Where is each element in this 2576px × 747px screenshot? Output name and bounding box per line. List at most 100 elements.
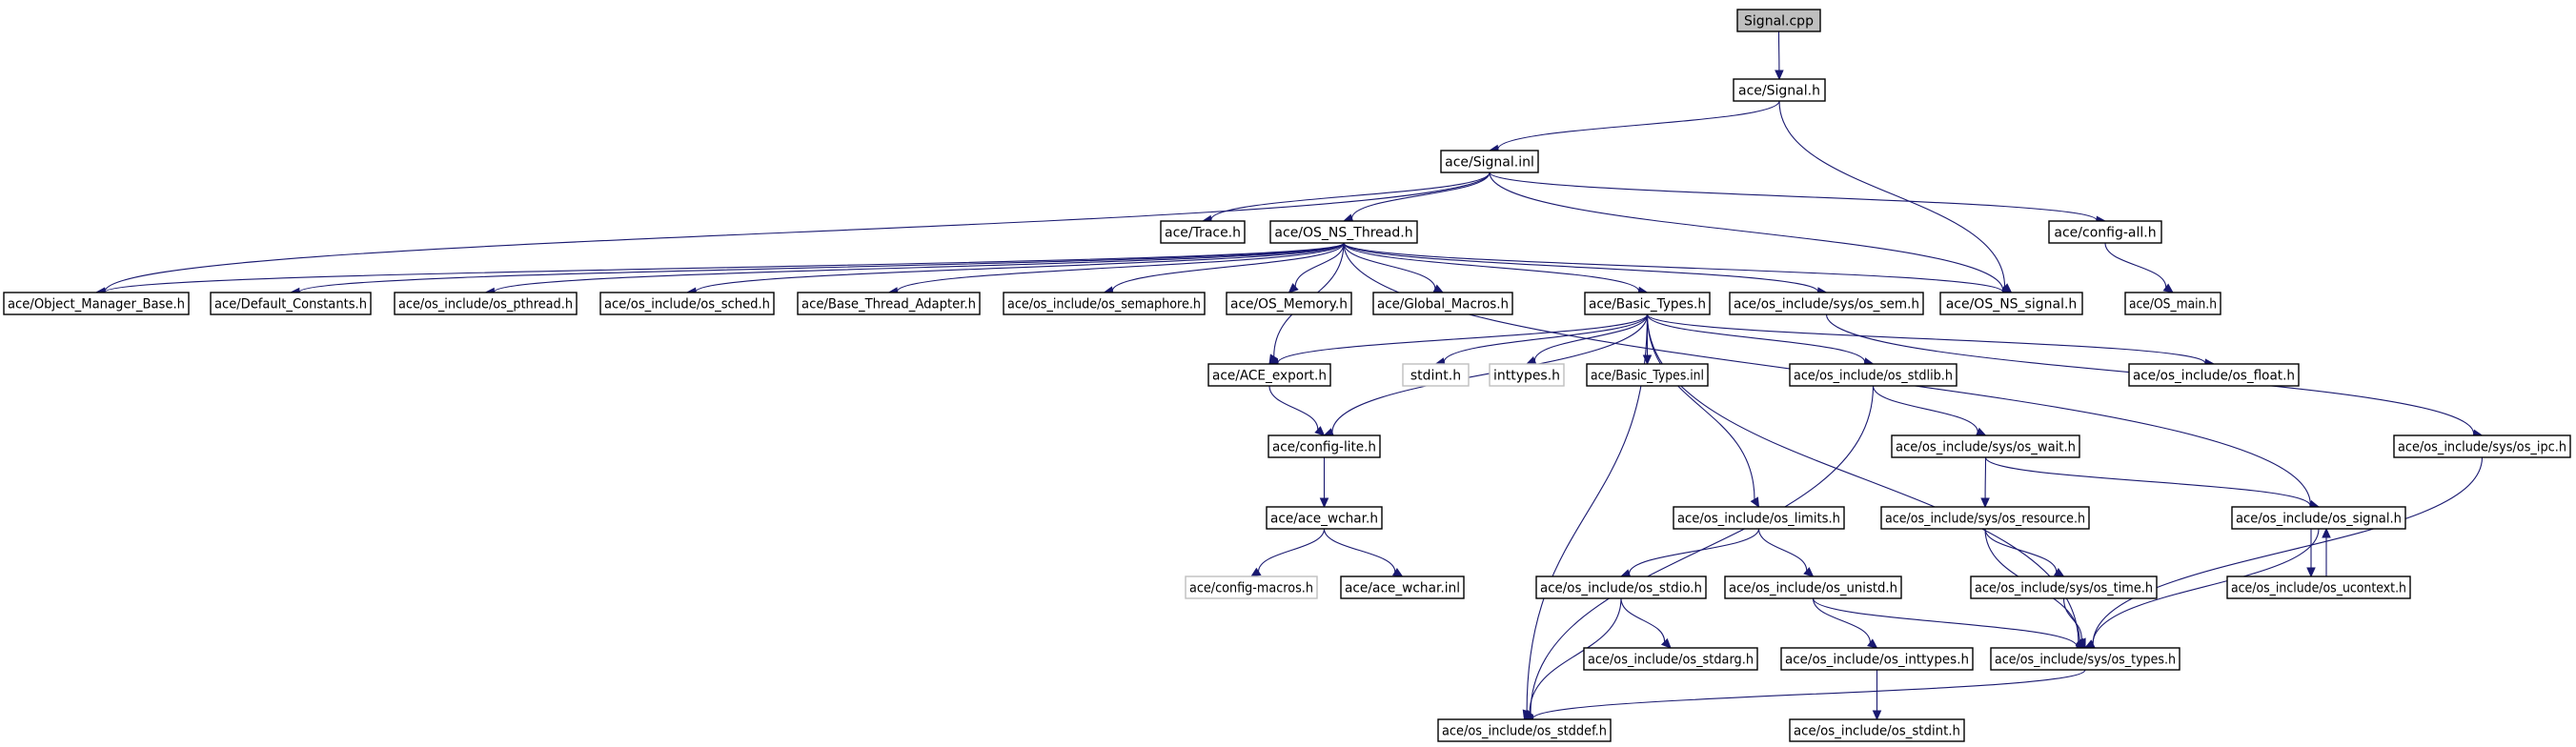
node-box bbox=[1226, 292, 1352, 315]
edge-os_ns_thread_h-to-default_constants_h bbox=[289, 242, 1345, 297]
node-os-wait-h[interactable]: ace/os_include/sys/os_wait.h bbox=[1891, 434, 2080, 458]
node-box bbox=[2124, 292, 2221, 315]
edge-line bbox=[695, 242, 1345, 293]
node-os-limits-h[interactable]: ace/os_include/os_limits.h bbox=[1673, 506, 1845, 530]
edge-basic_types_h-to-ace_export_h bbox=[1268, 313, 1649, 368]
edge-line bbox=[1268, 385, 1319, 431]
node-os-pthread-h[interactable]: ace/os_include/os_pthread.h bbox=[394, 292, 578, 315]
node-trace-h[interactable]: ace/Trace.h bbox=[1160, 220, 1246, 244]
node-os-semaphore-h[interactable]: ace/os_include/os_semaphore.h bbox=[1003, 292, 1206, 315]
edge-signal_cpp-to-signal_h bbox=[1775, 30, 1784, 81]
node-label: ace/os_include/os_inttypes.h bbox=[1785, 653, 1969, 668]
node-os-unistd-h[interactable]: ace/os_include/os_unistd.h bbox=[1724, 575, 1902, 599]
node-config-all-h[interactable]: ace/config-all.h bbox=[2048, 220, 2162, 244]
edge-os_wait_h-to-os_resource_h bbox=[1980, 456, 1990, 509]
node-os-types-h[interactable]: ace/os_include/sys/os_types.h bbox=[1990, 647, 2180, 671]
node-label: ace/os_include/os_stdint.h bbox=[1794, 724, 1960, 739]
edge-line bbox=[1812, 597, 2078, 647]
edge-line bbox=[1646, 313, 1755, 500]
node-os-float-h[interactable]: ace/os_include/os_float.h bbox=[2128, 363, 2300, 387]
edge-arrowhead bbox=[1980, 497, 1990, 509]
edge-line bbox=[1497, 100, 1780, 150]
edge-os_unistd_h-to-os_inttypes_h bbox=[1812, 597, 1878, 649]
node-ace-export-h[interactable]: ace/ACE_export.h bbox=[1207, 363, 1331, 387]
node-object-manager-base-h[interactable]: ace/Object_Manager_Base.h bbox=[3, 292, 190, 315]
node-label: ace/Object_Manager_Base.h bbox=[8, 297, 185, 313]
node-label: ace/OS_NS_signal.h bbox=[1946, 297, 2078, 313]
node-ace-wchar-inl[interactable]: ace/ace_wchar.inl bbox=[1340, 575, 1465, 599]
node-os-ucontext-h[interactable]: ace/os_include/os_ucontext.h bbox=[2226, 575, 2411, 599]
node-box bbox=[1586, 363, 1709, 387]
edge-os_ns_thread_h-to-os_sched_h bbox=[685, 242, 1345, 297]
node-basic-types-inl[interactable]: ace/Basic_Types.inl bbox=[1586, 363, 1709, 387]
edge-os_signal_h-to-os_ucontext_h bbox=[2306, 529, 2316, 578]
node-label: ace/os_include/sys/os_ipc.h bbox=[2398, 440, 2566, 455]
node-label: ace/ace_wchar.h bbox=[1270, 512, 1378, 527]
node-os-time-h[interactable]: ace/os_include/sys/os_time.h bbox=[1970, 575, 2158, 599]
node-label: ace/config-macros.h bbox=[1189, 581, 1313, 596]
node-os-stdio-h[interactable]: ace/os_include/os_stdio.h bbox=[1535, 575, 1707, 599]
edge-os_ns_thread_h-to-basic_types_h bbox=[1343, 242, 1649, 296]
edge-arrowhead bbox=[1803, 567, 1815, 577]
edge-os_ns_thread_h-to-os_ns_signal_h bbox=[1343, 242, 2013, 297]
node-signal-h[interactable]: ace/Signal.h bbox=[1733, 78, 1826, 102]
edge-line bbox=[1757, 528, 1808, 572]
node-label: ace/os_include/os_stddef.h bbox=[1442, 724, 1607, 739]
node-os-stdlib-h[interactable]: ace/os_include/os_stdlib.h bbox=[1789, 363, 1957, 387]
node-global-macros-h[interactable]: ace/Global_Macros.h bbox=[1372, 292, 1513, 315]
node-label: ace/os_include/sys/os_types.h bbox=[1995, 653, 2176, 668]
node-box bbox=[1970, 575, 2158, 599]
node-label: ace/Trace.h bbox=[1165, 226, 1241, 241]
node-basic-types-h[interactable]: ace/Basic_Types.h bbox=[1584, 292, 1711, 315]
node-os-resource-h[interactable]: ace/os_include/sys/os_resource.h bbox=[1880, 506, 2090, 530]
node-label: ace/Signal.inl bbox=[1445, 155, 1534, 171]
node-os-ipc-h[interactable]: ace/os_include/sys/os_ipc.h bbox=[2393, 434, 2571, 458]
node-os-ns-signal-h[interactable]: ace/OS_NS_signal.h bbox=[1939, 292, 2083, 315]
node-box bbox=[1402, 363, 1470, 387]
node-os-signal-h[interactable]: ace/os_include/os_signal.h bbox=[2231, 506, 2406, 530]
node-os-ns-thread-h[interactable]: ace/OS_NS_Thread.h bbox=[1269, 220, 1418, 244]
node-ace-wchar-h[interactable]: ace/ace_wchar.h bbox=[1266, 506, 1383, 530]
node-box bbox=[1003, 292, 1206, 315]
node-label: inttypes.h bbox=[1493, 369, 1560, 384]
edge-line bbox=[1812, 597, 1871, 643]
edge-line bbox=[2092, 456, 2484, 645]
node-box bbox=[1584, 292, 1711, 315]
edge-line bbox=[104, 242, 1345, 293]
node-default-constants-h[interactable]: ace/Default_Constants.h bbox=[210, 292, 372, 315]
node-os-stdint-h[interactable]: ace/os_include/os_stdint.h bbox=[1789, 718, 1965, 742]
edge-line bbox=[1646, 313, 2206, 364]
node-box bbox=[2226, 575, 2411, 599]
edge-line bbox=[2092, 528, 2320, 644]
node-base-thread-adapter-h[interactable]: ace/Base_Thread_Adapter.h bbox=[797, 292, 981, 315]
node-signal-inl[interactable]: ace/Signal.inl bbox=[1440, 150, 1539, 173]
edge-os_time_h-to-os_types_h bbox=[2062, 597, 2086, 650]
edge-line bbox=[1531, 669, 2086, 719]
node-os-sched-h[interactable]: ace/os_include/os_sched.h bbox=[599, 292, 775, 315]
edge-line bbox=[1343, 242, 1436, 290]
node-os-memory-h[interactable]: ace/OS_Memory.h bbox=[1226, 292, 1352, 315]
edge-arrowhead bbox=[1660, 637, 1672, 649]
node-label: ace/OS_NS_Thread.h bbox=[1274, 226, 1412, 241]
node-box bbox=[2231, 506, 2406, 530]
node-os-stddef-h[interactable]: ace/os_include/os_stddef.h bbox=[1437, 718, 1612, 742]
edge-line bbox=[1533, 313, 1649, 361]
edge-line bbox=[1529, 597, 1622, 713]
node-os-stdarg-h[interactable]: ace/os_include/os_stdarg.h bbox=[1583, 647, 1758, 671]
edge-signal_h-to-signal_inl bbox=[1488, 100, 1780, 154]
node-os-inttypes-h[interactable]: ace/os_include/os_inttypes.h bbox=[1780, 647, 1974, 671]
node-os-main-h[interactable]: ace/OS_main.h bbox=[2124, 292, 2221, 315]
edge-arrowhead bbox=[1288, 283, 1299, 293]
node-box bbox=[2393, 434, 2571, 458]
edges-layer bbox=[94, 30, 2484, 723]
node-os-sem-h[interactable]: ace/os_include/sys/os_sem.h bbox=[1729, 292, 1924, 315]
edge-os_ipc_h-to-os_types_h bbox=[2083, 456, 2484, 649]
node-config-lite-h[interactable]: ace/config-lite.h bbox=[1268, 434, 1381, 458]
node-label: ace/os_include/os_float.h bbox=[2133, 369, 2295, 384]
node-box bbox=[1489, 363, 1565, 387]
node-signal-cpp[interactable]: Signal.cpp bbox=[1736, 9, 1821, 32]
node-box bbox=[1733, 78, 1826, 102]
node-box bbox=[1185, 575, 1318, 599]
node-box bbox=[1535, 575, 1707, 599]
edge-arrowhead bbox=[1775, 70, 1784, 81]
